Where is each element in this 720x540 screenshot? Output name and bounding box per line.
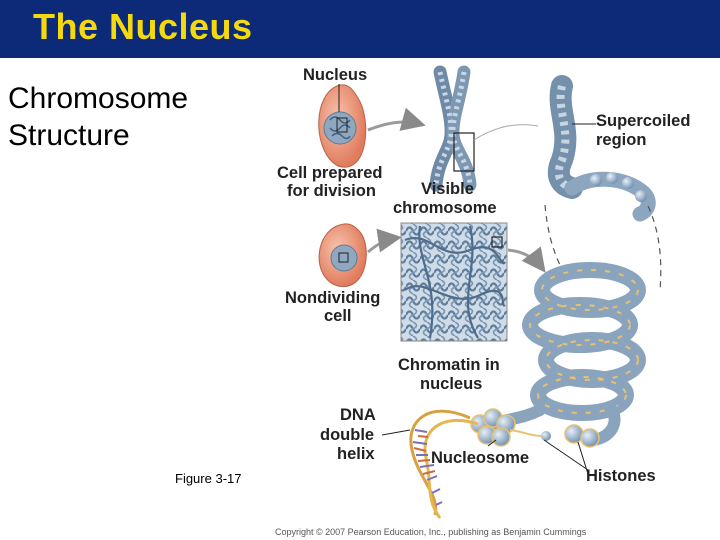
subtitle-line-1: Chromosome (8, 82, 189, 115)
label-visible-line-1: Visible (421, 180, 474, 198)
label-dna-line-2: double (320, 426, 374, 444)
dna-pointer (381, 429, 411, 436)
title-bar: The Nucleus (0, 0, 720, 58)
dashed-zoom-left (544, 204, 561, 266)
label-dna-line-1: DNA (340, 406, 376, 424)
arrow-chromatin-to-coil (507, 246, 546, 273)
label-nondividing-line-1: Nondividing (285, 289, 380, 307)
label-nondividing-line-2: cell (324, 307, 352, 325)
label-chromatin-line-2: nucleus (420, 375, 482, 393)
nucleosome-cluster-illustration (470, 408, 551, 447)
label-dna-line-3: helix (337, 445, 375, 463)
histones-pointer-2 (577, 441, 589, 475)
dna-double-helix-illustration (409, 409, 479, 519)
label-nucleus: Nucleus (303, 66, 367, 84)
subtitle-line-2: Structure (8, 119, 130, 152)
chromatin-box-illustration (400, 222, 508, 342)
label-supercoiled-line-2: region (596, 131, 646, 149)
visible-chromosome-illustration (429, 65, 477, 192)
label-chromatin-line-1: Chromatin in (398, 356, 500, 374)
label-cell-prepared-line-2: for division (287, 182, 376, 200)
zoom-line-1 (473, 124, 539, 141)
label-supercoiled-line-1: Supercoiled (596, 112, 690, 130)
slide-title: The Nucleus (33, 6, 253, 47)
slide-subtitle: Chromosome Structure (8, 80, 188, 154)
dashed-zoom-right (647, 205, 662, 291)
nondividing-cell-illustration (318, 223, 367, 287)
figure-reference: Figure 3-17 (175, 471, 242, 486)
supercoiled-region-illustration (547, 75, 656, 222)
coiled-chromatin-fiber-illustration (489, 262, 646, 448)
cell-prepared-illustration (318, 84, 367, 168)
histones-pointer-1 (543, 439, 589, 471)
nucleosome-pointer (487, 439, 497, 447)
label-visible-line-2: chromosome (393, 199, 497, 217)
arrow-cell-to-chromatin (367, 228, 402, 254)
copyright-notice: Copyright © 2007 Pearson Education, Inc.… (275, 527, 587, 537)
label-nucleosome: Nucleosome (431, 449, 529, 467)
arrow-cell-to-chromosome (367, 107, 426, 132)
label-histones: Histones (586, 467, 656, 485)
label-cell-prepared-line-1: Cell prepared (277, 164, 382, 182)
